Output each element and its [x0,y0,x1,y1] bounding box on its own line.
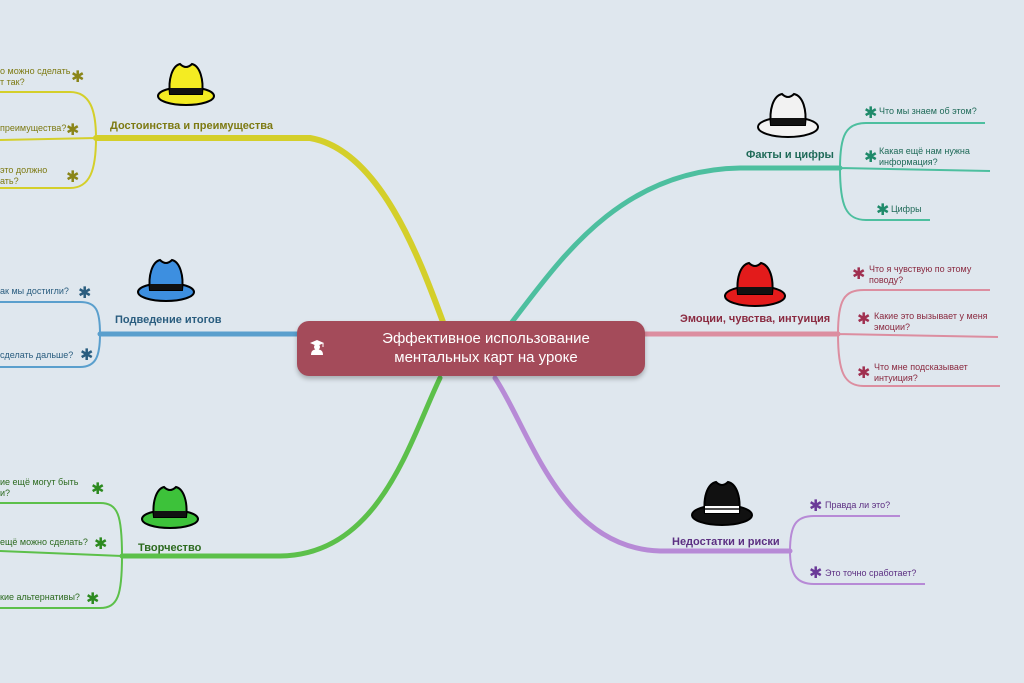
leaf-connectors-advantages [0,91,97,189]
branch-title-summary[interactable]: Подведение итогов [115,314,222,326]
branch-title-facts[interactable]: Факты и цифры [746,149,834,161]
asterisk-icon: ✱ [876,200,889,219]
leaf-risks-1[interactable]: Правда ли это? [825,500,890,510]
central-topic[interactable]: Эффективное использование ментальных кар… [297,321,645,376]
asterisk-icon: ✱ [809,496,822,515]
leaf-facts-3[interactable]: Цифры [891,204,922,214]
green-hat-icon [141,485,199,529]
asterisk-icon: ✱ [857,309,870,328]
asterisk-icon: ✱ [86,589,99,608]
leaf-risks-2[interactable]: Это точно сработает? [825,568,916,578]
branch-risks[interactable]: Недостатки и риски ✱ Правда ли это? ✱ Эт… [492,375,925,585]
blue-hat-icon [137,258,195,302]
leaf-advantages-2[interactable]: преимущества? [0,123,66,133]
asterisk-icon: ✱ [71,67,84,86]
black-hat-icon [691,480,753,526]
branch-title-creativity[interactable]: Творчество [138,542,202,554]
branch-facts[interactable]: Факты и цифры ✱ Что мы знаем об этом? ✱ … [509,92,991,325]
leaf-connectors-summary [0,301,101,368]
branch-advantages[interactable]: Достоинства и преимущества о можно сдела… [0,62,446,325]
leaf-facts-1[interactable]: Что мы знаем об этом? [879,106,977,116]
leaf-creativity-3[interactable]: кие альтернативы? [0,592,80,602]
leaf-connectors-emotions [837,289,1000,387]
branch-title-advantages[interactable]: Достоинства и преимущества [110,120,274,132]
asterisk-icon: ✱ [864,147,877,166]
central-topic-title: Эффективное использование ментальных кар… [337,329,635,367]
central-topic-line-1: Эффективное использование [382,330,590,347]
branch-title-risks[interactable]: Недостатки и риски [672,536,780,548]
asterisk-icon: ✱ [80,345,93,364]
connector-creativity [119,375,443,559]
asterisk-icon: ✱ [852,264,865,283]
asterisk-icon: ✱ [66,120,79,139]
asterisk-icon: ✱ [809,563,822,582]
leaf-connectors-creativity [0,502,123,609]
student-icon [310,340,324,355]
connector-advantages [93,135,446,325]
asterisk-icon: ✱ [94,534,107,553]
branch-summary[interactable]: Подведение итогов ак мы достигли? ✱ сдел… [0,258,303,368]
branch-title-emotions[interactable]: Эмоции, чувства, интуиция [680,313,830,325]
central-topic-line-2: ментальных карт на уроке [394,349,578,366]
connector-risks [492,375,793,554]
asterisk-icon: ✱ [78,283,91,302]
leaf-connectors-facts [839,122,991,221]
leaf-creativity-2[interactable]: ещё можно сделать? [0,537,88,547]
branch-emotions[interactable]: Эмоции, чувства, интуиция ✱ Что я чувств… [642,261,1000,387]
asterisk-icon: ✱ [857,363,870,382]
asterisk-icon: ✱ [91,479,104,498]
red-hat-icon [724,261,786,307]
yellow-hat-icon [157,62,215,106]
asterisk-icon: ✱ [66,167,79,186]
leaf-summary-1[interactable]: ак мы достигли? [0,286,69,296]
white-hat-icon [757,92,819,138]
leaf-summary-2[interactable]: сделать дальше? [0,350,73,360]
asterisk-icon: ✱ [864,103,877,122]
leaf-connectors-risks [789,515,925,585]
connector-facts [509,165,843,325]
